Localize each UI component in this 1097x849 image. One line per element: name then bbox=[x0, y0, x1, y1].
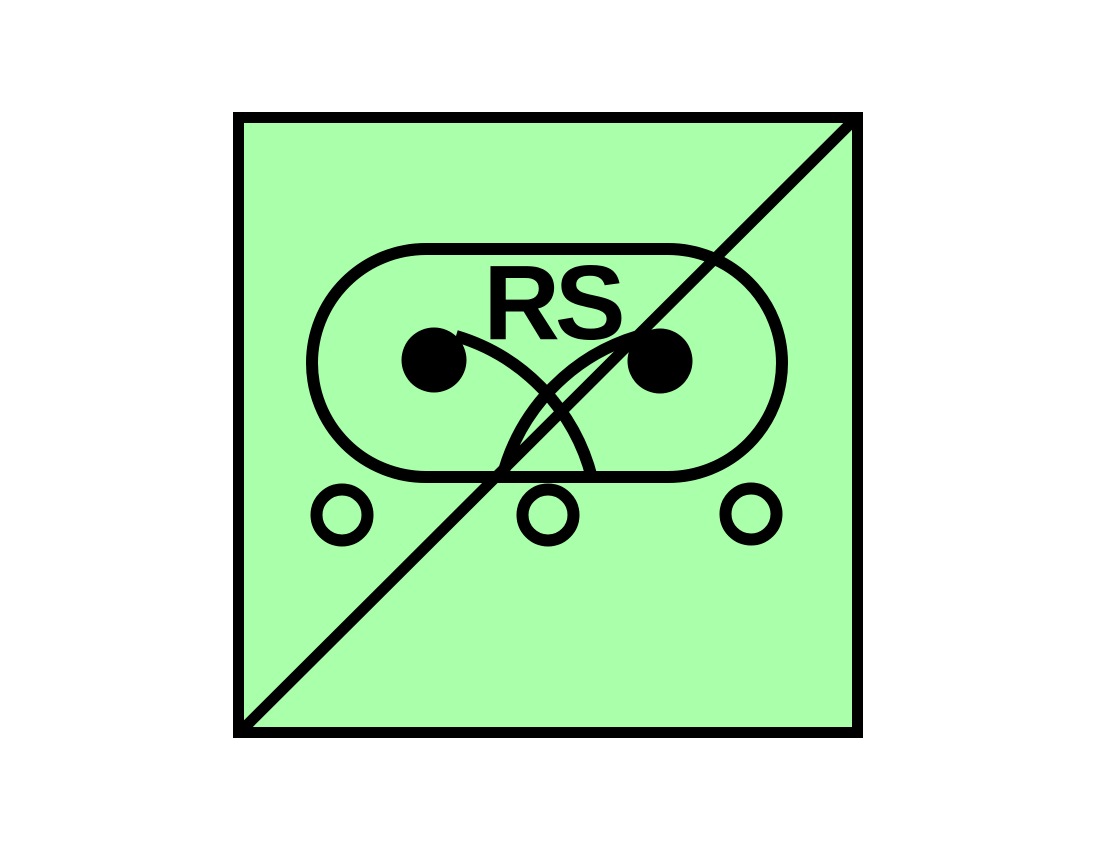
diagonal-slash bbox=[236, 114, 860, 736]
right-pin-curve bbox=[496, 330, 640, 480]
symbol-label: RS bbox=[483, 244, 622, 362]
bottom-ring-middle bbox=[516, 483, 580, 547]
socket-outline bbox=[306, 243, 788, 483]
left-pin-curve bbox=[454, 330, 598, 480]
left-pin-dot bbox=[401, 327, 467, 393]
right-pin-dot bbox=[627, 328, 693, 394]
bottom-ring-right bbox=[719, 482, 783, 546]
bottom-ring-left bbox=[310, 483, 374, 547]
